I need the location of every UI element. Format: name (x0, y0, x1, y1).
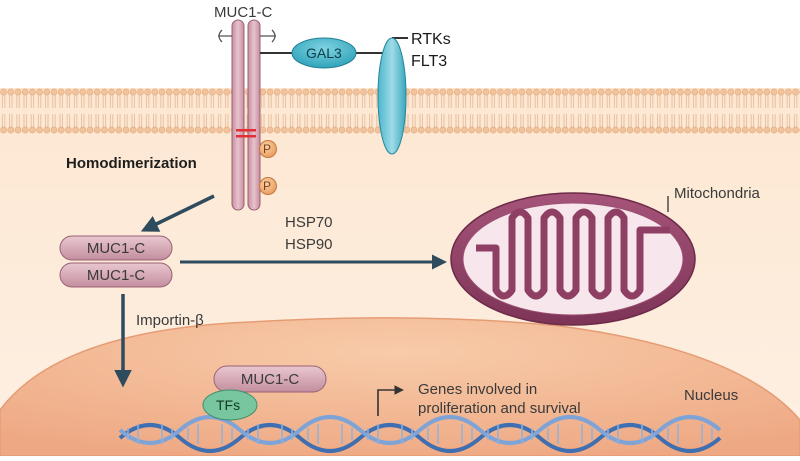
hsp70-label: HSP70 (285, 214, 333, 231)
rtk-label: RTKs (411, 31, 451, 48)
flt3-label: FLT3 (411, 53, 448, 70)
hsp90-label: HSP90 (285, 236, 333, 253)
gal3-label: GAL3 (306, 45, 342, 61)
mitochondria (450, 192, 696, 326)
muc1-c-receptor (218, 19, 276, 211)
importin-label: Importin-β (136, 312, 204, 329)
phospho-group-2 (259, 177, 277, 195)
arrow-to-dimer (140, 194, 215, 232)
genes-label-line1: Genes involved in (418, 381, 538, 398)
disulfide-bond (236, 129, 256, 132)
gal3-node (291, 37, 357, 69)
tfs-label: TFs (216, 397, 241, 413)
homodimerization-label: Homodimerization (66, 155, 197, 172)
rtk-receptor (377, 37, 407, 155)
dimer-pill-2 (59, 262, 173, 288)
mitochondria-label: Mitochondria (674, 185, 760, 202)
phospho-label-2: P (263, 179, 272, 193)
nucleus-label: Nucleus (684, 387, 739, 404)
receptor-label: MUC1-C (214, 4, 273, 21)
tfs-node (202, 389, 258, 421)
muc1-c-dimer (59, 235, 173, 288)
dimer-label-1: MUC1-C (86, 240, 146, 257)
transcription-arrow (377, 385, 404, 416)
nuclear-muc1-c-label: MUC1-C (240, 371, 300, 388)
dimer-label-2: MUC1-C (86, 267, 146, 284)
phospho-group-1 (259, 140, 277, 158)
phospho-label-1: P (263, 142, 272, 156)
genes-label-line2: proliferation and survival (418, 400, 581, 417)
dimer-pill-1 (59, 235, 173, 261)
nuclear-muc1-c (213, 365, 327, 393)
